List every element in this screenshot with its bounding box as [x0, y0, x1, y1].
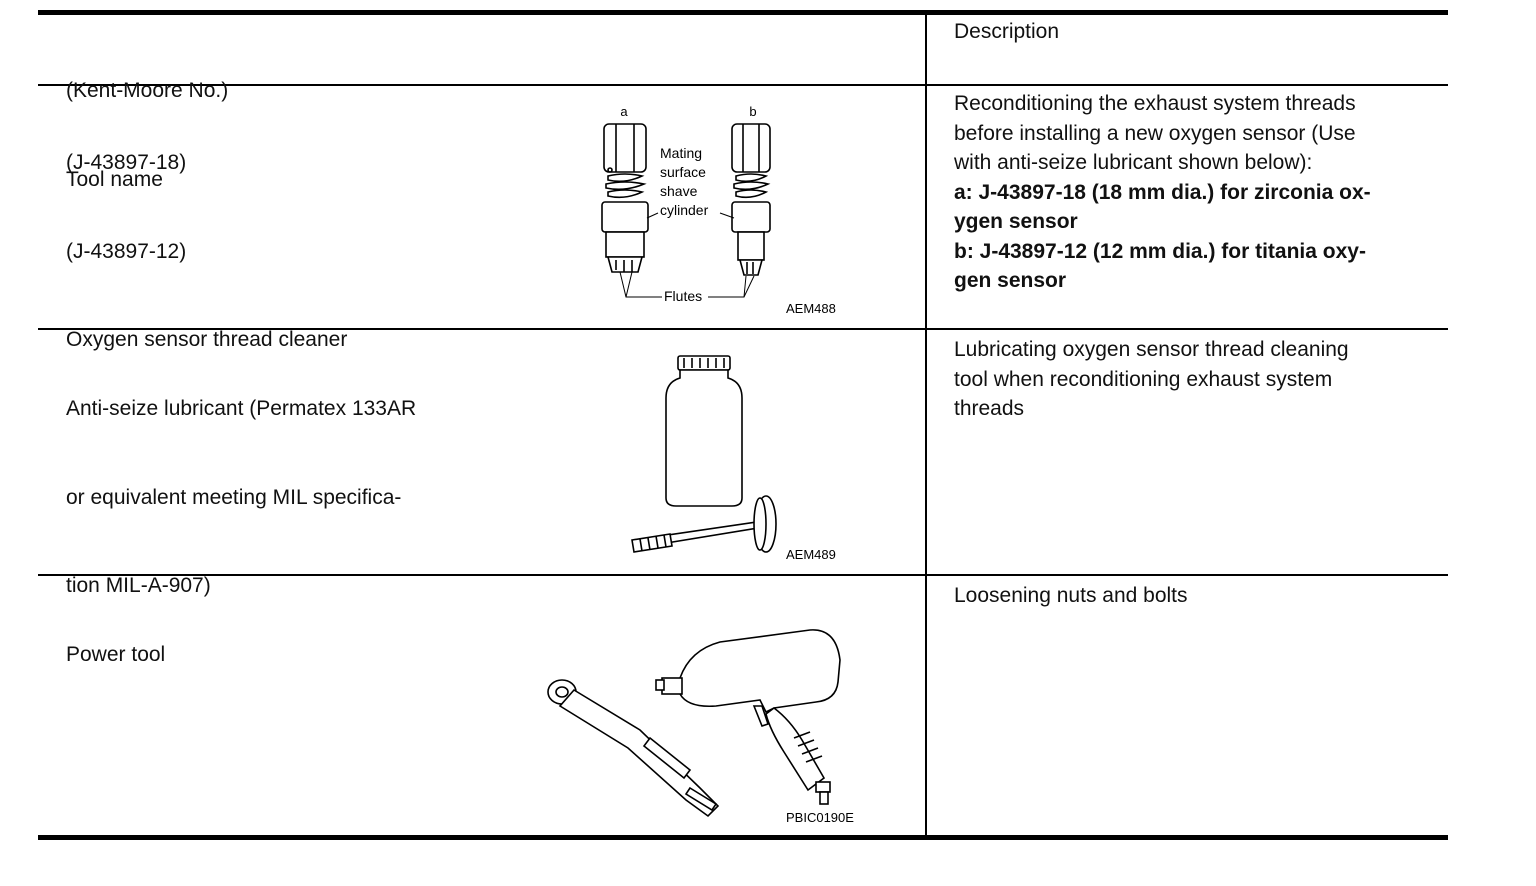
- header-description-column: Description: [954, 17, 1434, 47]
- desc-lubricating-2: tool when reconditioning exhaust system: [954, 367, 1333, 391]
- row-1-description-cell: Reconditioning the exhaust system thread…: [954, 89, 1434, 296]
- desc-bold-line-4: gen sensor: [954, 269, 1067, 292]
- table-top-border: [38, 10, 1448, 15]
- desc-bold-line-3: b: J-43897-12 (12 mm dia.) for titania o…: [954, 239, 1366, 263]
- desc-line-3: with anti-seize lubricant shown below):: [954, 151, 1313, 174]
- header-divider: [38, 84, 1448, 86]
- desc-bold-line-2: ygen sensor: [954, 210, 1078, 233]
- table-bottom-border: [38, 835, 1448, 840]
- tool-name-anti-seize-2: or equivalent meeting MIL specifica-: [66, 485, 402, 509]
- row-2-description-cell: Lubricating oxygen sensor thread cleanin…: [954, 335, 1434, 424]
- label-a: a: [620, 104, 628, 119]
- desc-lubricating-3: threads: [954, 397, 1025, 420]
- desc-line-2: before installing a new oxygen sensor (U…: [954, 121, 1356, 145]
- callout-surface: surface: [660, 164, 706, 180]
- desc-lubricating-1: Lubricating oxygen sensor thread cleanin…: [954, 338, 1349, 361]
- row-2-tool-cell: Anti-seize lubricant (Permatex 133AR or …: [66, 335, 416, 660]
- tool-name-power-tool: Power tool: [66, 643, 166, 666]
- tool-number-18: (J-43897-18): [66, 151, 187, 174]
- power-tool-figure: PBIC0190E: [547, 629, 854, 825]
- tool-name-anti-seize-1: Anti-seize lubricant (Permatex 133AR: [66, 397, 417, 420]
- header-kent-moore-label: (Kent-Moore No.): [66, 79, 229, 102]
- row-divider-2: [38, 574, 1448, 576]
- desc-line-1: Reconditioning the exhaust system thread…: [954, 92, 1356, 115]
- thread-cleaner-figure: a b Mating surface shave cylinder Flutes…: [601, 104, 836, 316]
- anti-seize-figure: AEM489: [631, 355, 836, 562]
- figure-code-aem488: AEM488: [786, 301, 836, 316]
- header-description-label: Description: [954, 20, 1060, 43]
- row-3-tool-cell: Power tool: [66, 581, 165, 729]
- row-divider-1: [38, 328, 1448, 330]
- callout-cylinder: cylinder: [660, 202, 709, 218]
- callout-mating: Mating: [660, 145, 702, 161]
- column-divider: [925, 14, 927, 837]
- callout-flutes: Flutes: [664, 288, 702, 304]
- figure-code-pbic0190e: PBIC0190E: [786, 810, 854, 825]
- tool-name-thread-cleaner: Oxygen sensor thread cleaner: [66, 328, 348, 351]
- row-1-tool-cell: (J-43897-18) (J-43897-12) Oxygen sensor …: [66, 89, 347, 414]
- desc-bold-line-1: a: J-43897-18 (18 mm dia.) for zirconia …: [954, 180, 1371, 204]
- figure-code-aem489: AEM489: [786, 547, 836, 562]
- tool-name-anti-seize-3: tion MIL-A-907): [66, 574, 211, 597]
- callout-shave: shave: [660, 183, 698, 199]
- tool-number-12: (J-43897-12): [66, 239, 187, 263]
- header-tool-name-label: Tool name: [66, 167, 163, 191]
- desc-loosening: Loosening nuts and bolts: [954, 584, 1188, 607]
- header-tool-column: (Kent-Moore No.) Tool name: [66, 17, 228, 253]
- label-b: b: [749, 104, 756, 119]
- row-3-description-cell: Loosening nuts and bolts: [954, 581, 1434, 611]
